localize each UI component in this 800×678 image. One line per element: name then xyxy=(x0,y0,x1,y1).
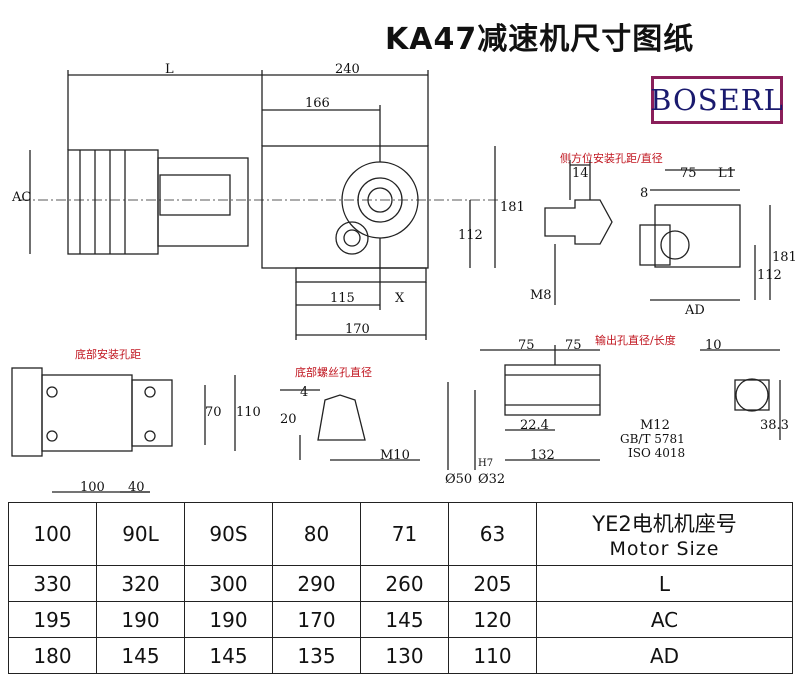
output-shaft-section xyxy=(504,364,601,416)
col-header: 100 xyxy=(8,502,97,566)
std-gbt: GB/T 5781 xyxy=(620,432,685,446)
note-side-holes: 侧方位安装孔距/直径 xyxy=(560,152,663,165)
table-cell: 205 xyxy=(448,565,537,602)
dim-181: 181 xyxy=(500,200,525,215)
col-header: 90L xyxy=(96,502,185,566)
keyway-bore xyxy=(735,378,769,412)
table-cell: 110 xyxy=(448,637,537,674)
col-header: 80 xyxy=(272,502,361,566)
table-cell: 195 xyxy=(8,601,97,638)
dim-112: 112 xyxy=(458,228,483,243)
technical-drawing xyxy=(11,70,781,493)
gearbox-housing xyxy=(261,145,429,269)
dim-032: Ø32 xyxy=(478,472,506,487)
dim-AD: AD xyxy=(685,303,705,318)
table-cell: 120 xyxy=(448,601,537,638)
dim-75-b: 75 xyxy=(565,338,582,353)
table-row: 195 190 190 170 145 120 AC xyxy=(8,601,793,638)
row-label: AD xyxy=(536,637,793,674)
row-label: AC xyxy=(536,601,793,638)
dim-100: 100 xyxy=(80,480,105,495)
table-cell: 145 xyxy=(184,637,273,674)
note-output-shaft: 输出孔直径/长度 xyxy=(595,334,676,347)
table-cell: 170 xyxy=(272,601,361,638)
dim-181-side: 181 xyxy=(772,250,797,265)
drawing-title: KA47减速机尺寸图纸 xyxy=(385,22,695,57)
motor-flange xyxy=(157,157,249,247)
dim-166: 166 xyxy=(305,96,330,111)
dim-tolerance: H7 xyxy=(478,458,494,469)
dim-38-3: 38.3 xyxy=(760,418,789,433)
dim-20: 20 xyxy=(280,412,297,427)
table-cell: 135 xyxy=(272,637,361,674)
header-en: Motor Size xyxy=(609,538,720,560)
table-cell: 145 xyxy=(360,601,449,638)
table-cell: 145 xyxy=(96,637,185,674)
dim-L: L xyxy=(165,62,174,77)
table-cell: 130 xyxy=(360,637,449,674)
col-header: 90S xyxy=(184,502,273,566)
motor-size-table: 100 90L 90S 80 71 63 YE2电机机座号 Motor Size… xyxy=(8,502,793,674)
table-header-row: 100 90L 90S 80 71 63 YE2电机机座号 Motor Size xyxy=(8,502,793,566)
header-cn: YE2电机机座号 xyxy=(592,512,737,536)
table-cell: 260 xyxy=(360,565,449,602)
table-cell: 190 xyxy=(96,601,185,638)
table-cell: 320 xyxy=(96,565,185,602)
dim-110: 110 xyxy=(236,405,261,420)
dim-050: Ø50 xyxy=(445,472,473,487)
dim-M8: M8 xyxy=(530,288,552,303)
dim-132: 132 xyxy=(530,448,555,463)
dim-70: 70 xyxy=(205,405,222,420)
dim-AC: AC xyxy=(12,190,32,205)
table-cell: 300 xyxy=(184,565,273,602)
dim-14: 14 xyxy=(572,166,589,181)
brand-logo: BOSERL xyxy=(650,76,783,124)
dim-112-side: 112 xyxy=(757,268,782,283)
side-view-housing xyxy=(654,204,741,268)
row-label: L xyxy=(536,565,793,602)
col-header: 63 xyxy=(448,502,537,566)
dim-22-4: 22.4 xyxy=(520,418,549,433)
dim-M12: M12 xyxy=(640,418,670,433)
note-base-thread: 底部螺丝孔直径 xyxy=(295,366,372,379)
motor-body xyxy=(67,149,159,255)
dim-8: 8 xyxy=(640,186,649,201)
dim-75-side: 75 xyxy=(680,166,697,181)
table-cell: 330 xyxy=(8,565,97,602)
table-cell: 180 xyxy=(8,637,97,674)
col-header: 71 xyxy=(360,502,449,566)
table-cell: 290 xyxy=(272,565,361,602)
table-row: 330 320 300 290 260 205 L xyxy=(8,565,793,602)
dim-L1: L1 xyxy=(718,166,735,181)
note-base-holes: 底部安装孔距 xyxy=(75,348,141,361)
table-cell: 190 xyxy=(184,601,273,638)
dim-240: 240 xyxy=(335,62,360,77)
base-flange xyxy=(11,367,43,457)
dim-10: 10 xyxy=(705,338,722,353)
thread-detail xyxy=(317,394,366,441)
std-iso: ISO 4018 xyxy=(628,446,686,460)
dim-115: 115 xyxy=(330,291,355,306)
dim-170: 170 xyxy=(345,322,370,337)
table-header-label: YE2电机机座号 Motor Size xyxy=(536,502,793,566)
table-row: 180 145 145 135 130 110 AD xyxy=(8,637,793,674)
dim-M10: M10 xyxy=(380,448,410,463)
dim-4: 4 xyxy=(300,385,309,400)
dim-40: 40 xyxy=(128,480,145,495)
dim-X: X xyxy=(395,291,405,306)
dim-75-a: 75 xyxy=(518,338,535,353)
